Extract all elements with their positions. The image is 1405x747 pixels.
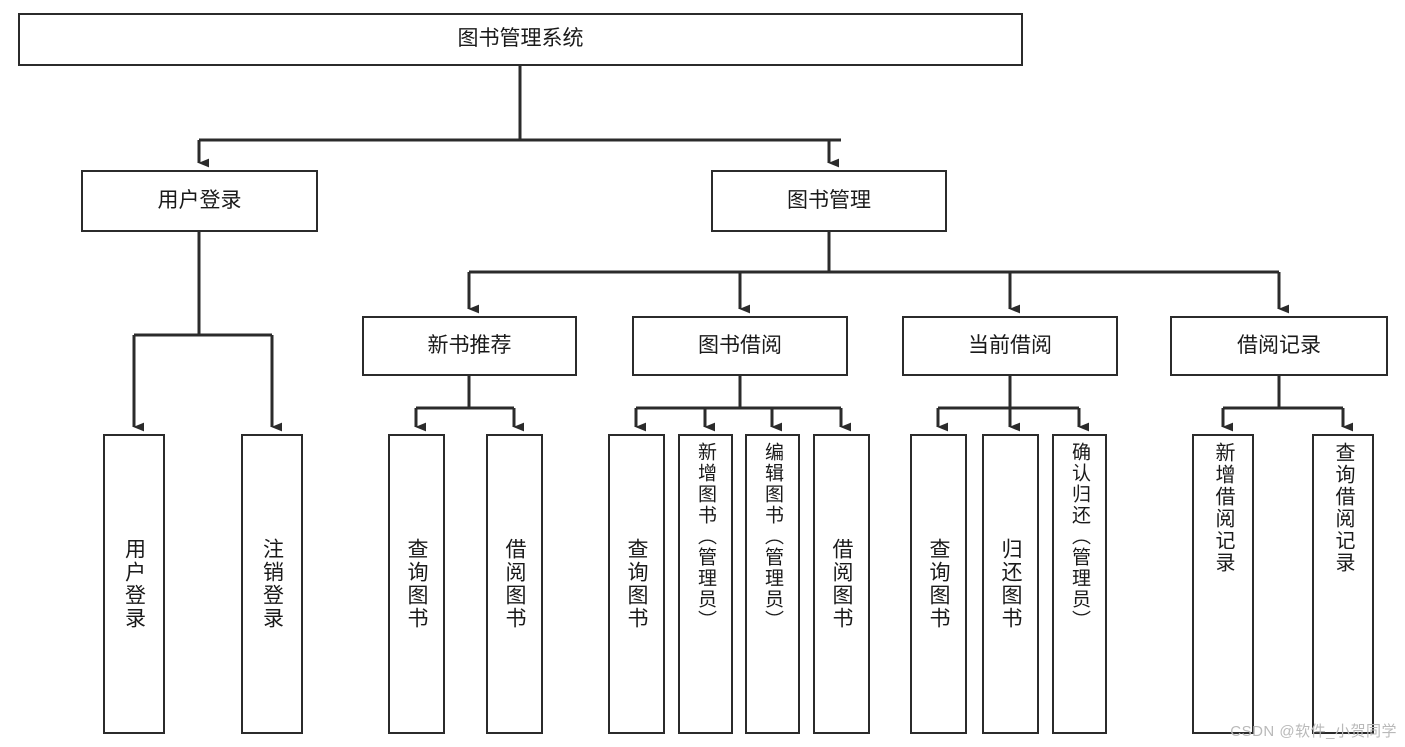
node-current-borrow[interactable]: 当前借阅 bbox=[902, 316, 1118, 376]
node-label: 查询图书 bbox=[625, 538, 648, 630]
node-label: 借阅图书 bbox=[503, 538, 526, 630]
node-label: 用户登录 bbox=[157, 188, 242, 212]
node-label: 新书推荐 bbox=[427, 333, 512, 357]
node-label: 当前借阅 bbox=[968, 333, 1052, 357]
node-label: 查询图书 bbox=[405, 538, 428, 630]
connector-user-login-children bbox=[132, 232, 283, 432]
connector-book-borrow-children bbox=[634, 376, 852, 432]
node-leaf-borrow-book-2[interactable]: 借阅图书 bbox=[813, 434, 870, 734]
node-label: 图书借阅 bbox=[698, 333, 782, 357]
node-label: 图书管理系统 bbox=[457, 27, 584, 51]
node-leaf-logout[interactable]: 注销登录 bbox=[241, 434, 303, 734]
node-label: 查询图书 bbox=[927, 538, 950, 630]
connector-current-borrow-children bbox=[936, 376, 1090, 432]
node-leaf-borrow-book-1[interactable]: 借阅图书 bbox=[486, 434, 543, 734]
node-label: 图书管理 bbox=[787, 188, 871, 212]
node-label: 归还图书 bbox=[999, 538, 1022, 630]
connector-root-to-level2 bbox=[197, 66, 841, 168]
node-leaf-query-book-2[interactable]: 查询图书 bbox=[608, 434, 665, 734]
node-book-borrow[interactable]: 图书借阅 bbox=[632, 316, 848, 376]
node-label: 编辑图书（管理员） bbox=[762, 442, 783, 631]
node-leaf-query-book-1[interactable]: 查询图书 bbox=[388, 434, 445, 734]
node-label: 新增图书（管理员） bbox=[695, 442, 716, 631]
node-label: 借阅图书 bbox=[830, 538, 853, 630]
node-leaf-confirm-return[interactable]: 确认归还（管理员） bbox=[1052, 434, 1107, 734]
node-leaf-query-book-3[interactable]: 查询图书 bbox=[910, 434, 967, 734]
node-leaf-query-borrow-record[interactable]: 查询借阅记录 bbox=[1312, 434, 1374, 734]
node-leaf-user-login[interactable]: 用户登录 bbox=[103, 434, 165, 734]
node-leaf-add-borrow-record[interactable]: 新增借阅记录 bbox=[1192, 434, 1254, 734]
node-book-manage[interactable]: 图书管理 bbox=[711, 170, 947, 232]
node-new-book-recommend[interactable]: 新书推荐 bbox=[362, 316, 577, 376]
node-leaf-edit-book[interactable]: 编辑图书（管理员） bbox=[745, 434, 800, 734]
node-label: 新增借阅记录 bbox=[1212, 442, 1234, 574]
node-label: 确认归还（管理员） bbox=[1069, 442, 1090, 631]
node-label: 查询借阅记录 bbox=[1332, 442, 1354, 574]
node-label: 用户登录 bbox=[122, 538, 146, 630]
node-label: 注销登录 bbox=[260, 538, 284, 630]
node-user-login[interactable]: 用户登录 bbox=[81, 170, 318, 232]
node-root-system[interactable]: 图书管理系统 bbox=[18, 13, 1023, 66]
node-leaf-add-book[interactable]: 新增图书（管理员） bbox=[678, 434, 733, 734]
connector-book-manage-children bbox=[467, 232, 1290, 314]
node-label: 借阅记录 bbox=[1237, 333, 1321, 357]
connector-new-book-recommend-children bbox=[414, 376, 525, 432]
node-leaf-return-book[interactable]: 归还图书 bbox=[982, 434, 1039, 734]
node-borrow-record[interactable]: 借阅记录 bbox=[1170, 316, 1388, 376]
connector-borrow-record-children bbox=[1221, 376, 1354, 432]
